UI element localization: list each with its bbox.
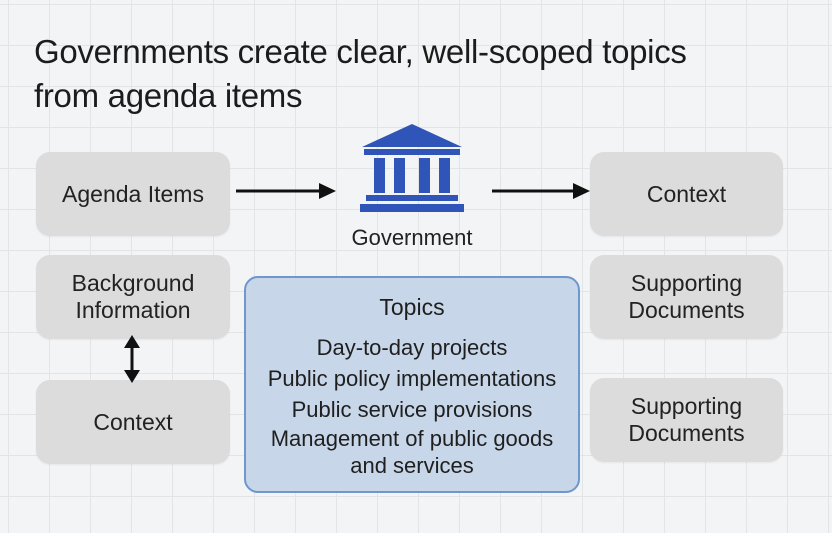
topics-heading: Topics (379, 294, 445, 320)
building-step-upper (366, 195, 458, 201)
arrow-government-to-context (492, 183, 590, 199)
title-line-1: Governments create clear, well-scoped to… (34, 33, 687, 70)
supporting-documents-box-1: Supporting Documents (590, 255, 783, 339)
topic-item-line-2: and services (350, 453, 474, 478)
supporting-2-label-line-1: Supporting (630, 393, 743, 419)
government-label: Government (351, 225, 473, 250)
agenda-items-label: Agenda Items (62, 180, 204, 207)
building-entablature (364, 149, 460, 155)
topic-item: Day-to-day projects (316, 335, 508, 360)
context-box-right: Context (590, 152, 783, 236)
diagram-title: Governments create clear, well-scoped to… (34, 30, 814, 118)
supporting-2-label-line-2: Documents (628, 420, 745, 446)
arrow-head (319, 183, 336, 199)
background-information-box: Background Information (36, 255, 230, 339)
building-column (374, 158, 385, 193)
background-label-line-1: Background (71, 270, 195, 296)
arrow-head (573, 183, 590, 199)
background-label-line-2: Information (75, 297, 191, 323)
agenda-items-box: Agenda Items (36, 152, 230, 236)
building-roof (362, 124, 462, 147)
context-right-label: Context (646, 180, 727, 207)
supporting-1-label-line-1: Supporting (630, 270, 743, 296)
title-line-2: from agenda items (34, 77, 303, 114)
arrow-agenda-to-government (236, 183, 336, 199)
topics-list: Day-to-day projects Public policy implem… (246, 332, 578, 479)
government-building-icon (360, 124, 464, 212)
topics-box: Topics Day-to-day projects Public policy… (244, 276, 580, 493)
topic-item: Public policy implementations (267, 366, 557, 391)
context-left-label: Context (93, 408, 173, 435)
topic-item: Management of public goods and services (246, 425, 578, 479)
building-column (394, 158, 405, 193)
supporting-1-label-line-2: Documents (628, 297, 745, 323)
building-step-lower (360, 204, 464, 212)
context-box-left: Context (36, 380, 230, 464)
building-column (439, 158, 450, 193)
topic-item-line-1: Management of public goods (270, 426, 554, 451)
supporting-documents-box-2: Supporting Documents (590, 378, 783, 462)
topic-item: Public service provisions (291, 397, 533, 422)
building-column (419, 158, 430, 193)
double-arrow-background-context (124, 335, 140, 383)
